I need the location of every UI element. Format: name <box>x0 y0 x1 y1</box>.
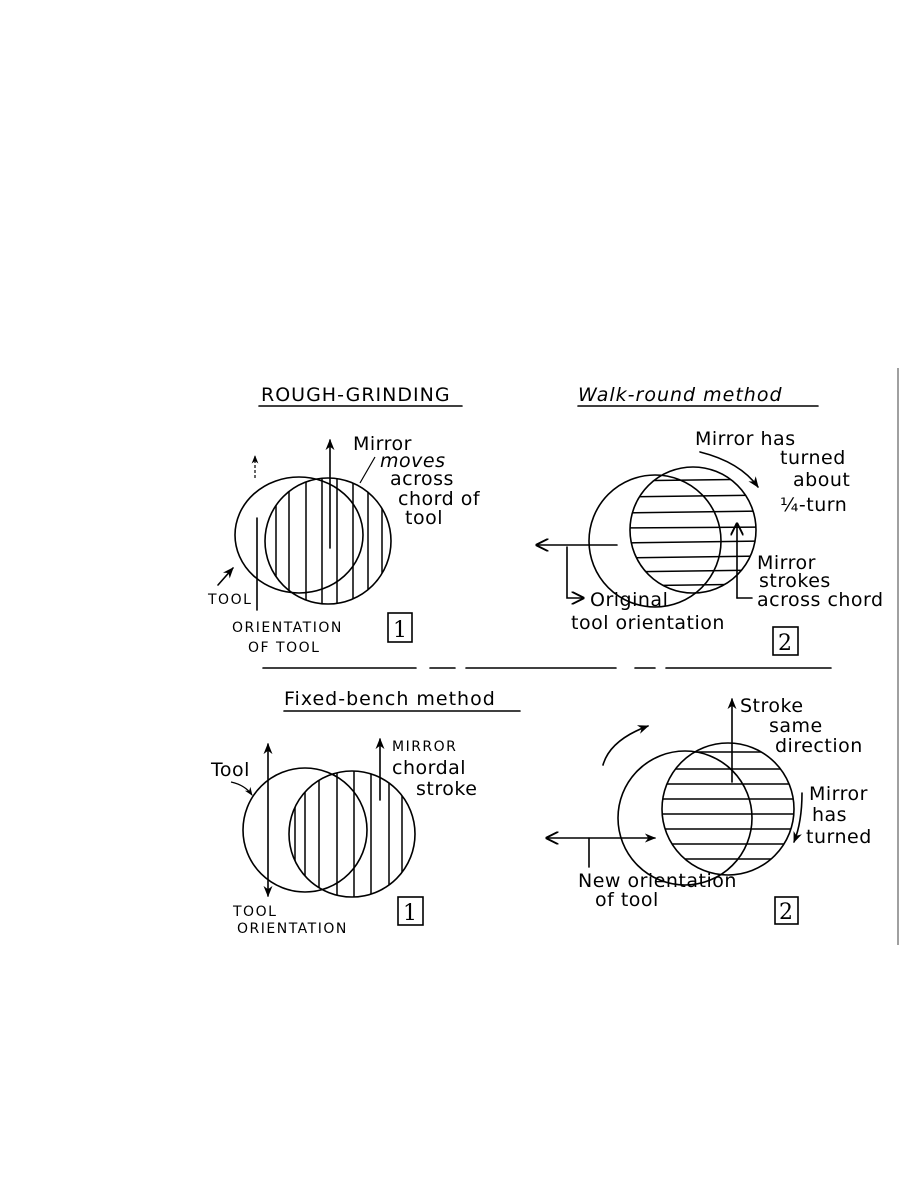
mirror-hatching <box>275 478 383 604</box>
rotation-arrow <box>699 451 759 488</box>
mirror-label: chord of <box>398 488 481 510</box>
mirror-label: tool <box>405 507 443 529</box>
orientation-label: ORIENTATION <box>232 620 343 636</box>
orientation-label: New orientation <box>578 870 737 892</box>
orientation-label: TOOL <box>232 904 277 920</box>
turn-label: about <box>793 469 850 491</box>
orientation-bracket <box>566 546 583 598</box>
stroke-label: Stroke <box>740 695 804 717</box>
panel-number: 1 <box>403 901 417 926</box>
orientation-label: OF TOOL <box>248 640 320 656</box>
mirror-label: Mirror <box>353 433 412 455</box>
rotation-arrow-right <box>793 792 803 844</box>
panel-number-box <box>772 626 799 656</box>
panel-title: Walk-round method <box>578 384 783 406</box>
orientation-label: of tool <box>595 889 659 911</box>
stroke-label: strokes <box>759 570 831 592</box>
turn-label: has <box>812 804 847 826</box>
turn-label: turned <box>780 447 846 469</box>
panel-title: Fixed-bench method <box>284 688 496 710</box>
turn-label: ¼-turn <box>780 494 847 516</box>
tool-circle <box>242 767 368 893</box>
orientation-label: tool orientation <box>571 612 725 634</box>
panel-number-box <box>387 612 413 643</box>
stroke-label: same <box>769 715 823 737</box>
turn-label: Mirror <box>809 783 868 805</box>
mirror-circle <box>264 477 392 605</box>
mirror-pointer-line <box>359 456 376 484</box>
mirror-label: MIRROR <box>392 739 457 755</box>
panel-number: 1 <box>393 618 407 643</box>
panel-rough-grinding: ROUGH-GRINDING Mirror moves across chord <box>207 384 481 656</box>
mirror-circle <box>288 770 416 898</box>
panel-number-box <box>397 896 424 926</box>
tool-circle <box>234 476 364 594</box>
panel-number-box <box>774 896 799 925</box>
mirror-hatching <box>630 478 756 587</box>
mirror-circle <box>629 466 757 594</box>
mirror-label: moves <box>380 450 445 472</box>
turn-label: turned <box>806 826 872 848</box>
tool-label: TOOL <box>207 592 252 608</box>
tool-circle <box>617 750 753 886</box>
panel-fixed-bench-turned: Stroke same direction Mirror has turned … <box>547 695 872 925</box>
turn-label: Mirror has <box>695 428 796 450</box>
mirror-label: chordal <box>392 757 466 779</box>
mirror-label: across <box>390 468 454 490</box>
panel-walk-round: Walk-round method Mirror has turned abou… <box>537 384 884 656</box>
panel-number: 2 <box>779 900 793 925</box>
rotation-arrow-left <box>602 725 650 766</box>
stroke-label: direction <box>775 735 863 757</box>
tool-circle <box>588 474 722 608</box>
tool-label: Tool <box>210 759 250 781</box>
tool-pointer-arrow <box>230 781 253 796</box>
panel-number: 2 <box>778 631 792 656</box>
mirror-label: stroke <box>416 778 477 800</box>
orientation-label: ORIENTATION <box>237 921 348 937</box>
stroke-label: across chord <box>757 589 884 611</box>
stroke-label: Mirror <box>757 552 816 574</box>
mirror-circle <box>661 742 795 876</box>
panel-fixed-bench: Fixed-bench method Tool MIRROR chordal s… <box>210 688 521 937</box>
orientation-label: Original <box>590 589 668 611</box>
tool-pointer-arrow <box>217 567 234 586</box>
panel-title: ROUGH-GRINDING <box>261 384 451 406</box>
